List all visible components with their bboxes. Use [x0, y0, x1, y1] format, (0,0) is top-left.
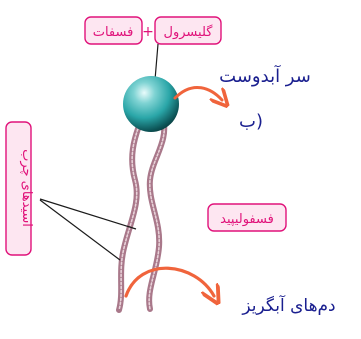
phosphate-label-box: [84, 16, 143, 45]
phosphate-label: فسفات: [93, 25, 134, 40]
hydrophobic-tails-label: دم‌های آبگریز: [241, 294, 335, 316]
pointer-line-lower: [39, 199, 121, 261]
tail-arrow: [124, 266, 214, 296]
tail-right-texture: [148, 118, 165, 310]
label-connector-line: [154, 43, 159, 81]
phospholipid-head: [123, 76, 179, 132]
pointer-line-upper: [39, 198, 137, 230]
fatty-acids-label-box: [5, 121, 32, 256]
fatty-acid-tail-left: [116, 115, 145, 313]
phospholipid-label: فسفولیپید: [220, 212, 274, 227]
glycerol-label: گلیسرول: [164, 24, 214, 40]
head-arrow: [173, 86, 222, 100]
phospholipid-label-box: [207, 203, 287, 232]
glycerol-label-box: [154, 16, 222, 45]
hydrophilic-head-label: سر آبدوست: [219, 64, 311, 87]
plus-sign: +: [142, 24, 154, 40]
fatty-acids-label: اسیدهای چرب: [19, 149, 34, 227]
part-b-label: ب): [239, 111, 263, 132]
tail-left-texture: [118, 117, 143, 311]
